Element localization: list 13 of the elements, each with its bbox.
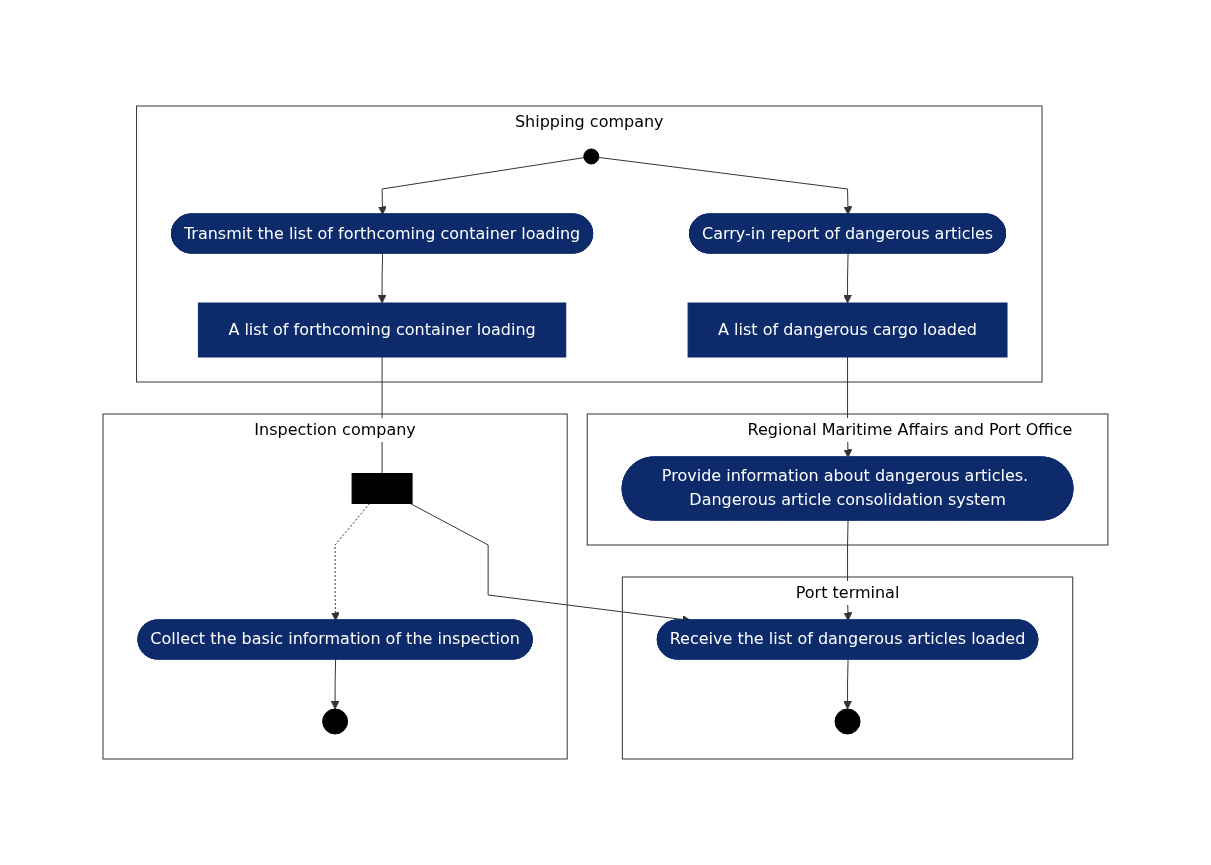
arrow	[843, 659, 852, 710]
node-circle	[322, 708, 349, 735]
arrow	[377, 253, 387, 304]
arrow	[378, 157, 585, 215]
node-box: A list of forthcoming container loading	[197, 302, 567, 358]
node-circle	[834, 708, 861, 735]
node-bar	[351, 473, 413, 504]
arrow	[331, 503, 371, 621]
arrow	[843, 253, 852, 304]
arrow	[598, 156, 853, 215]
node-circle	[583, 148, 600, 165]
arrow	[330, 659, 340, 710]
node-box: A list of dangerous cargo loaded	[687, 302, 1008, 358]
